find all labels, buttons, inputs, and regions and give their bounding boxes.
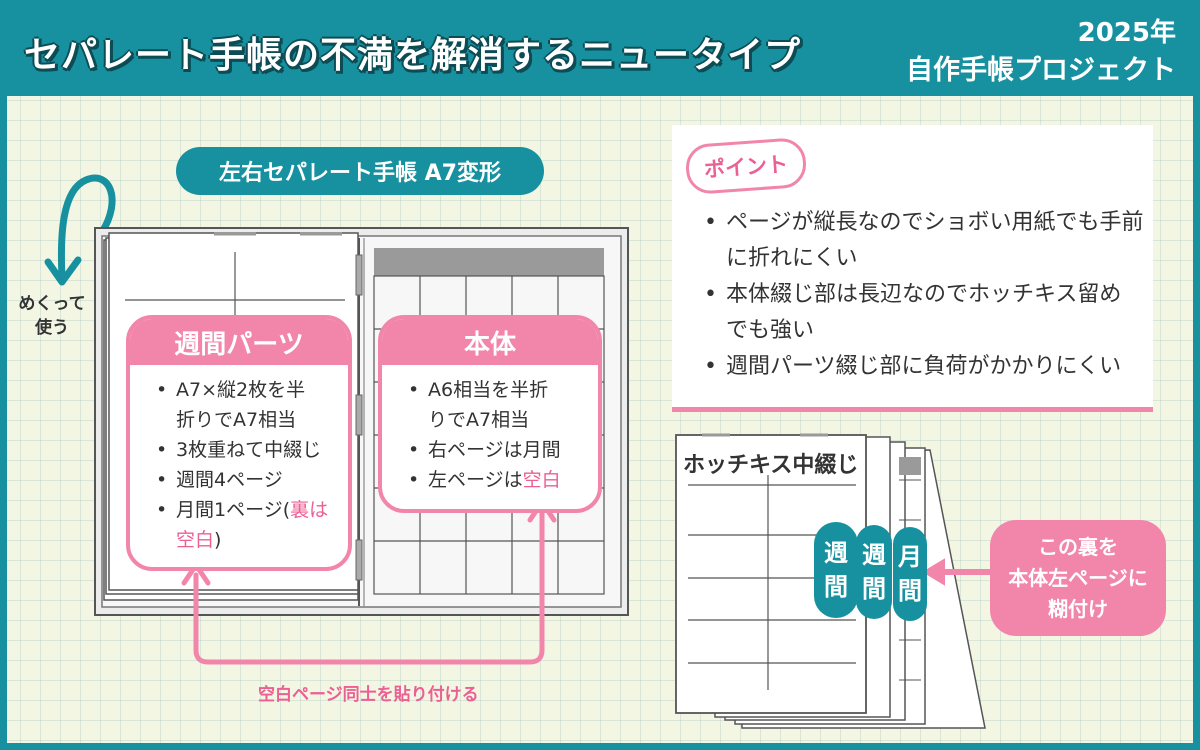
glue-note-line-2: 本体左ページに	[1008, 565, 1148, 590]
year-label: 2025年	[1077, 18, 1176, 48]
paste-caption: 空白ページ同士を貼り付ける	[258, 685, 479, 705]
glue-arrow	[922, 558, 993, 586]
header-bar: セパレート手帳の不満を解消するニュータイプ 2025年 自作手帳プロジェクト	[0, 0, 1200, 96]
list-item: 左ページは空白	[408, 465, 598, 495]
project-label: 自作手帳プロジェクト	[906, 55, 1176, 86]
flip-caption: めくって 使う	[12, 292, 92, 340]
tab-weekly-back: 週 間	[856, 525, 892, 619]
list-item: 週間4ページ	[156, 465, 348, 495]
glue-note-line-1: この裏を	[1038, 534, 1118, 559]
tab-monthly: 月 間	[893, 527, 927, 621]
weekly-panel-title: 週間パーツ	[130, 319, 348, 365]
body-panel-title: 本体	[382, 319, 598, 365]
glue-note: この裏を 本体左ページに 糊付け	[990, 520, 1166, 636]
point-badge: ポイント	[684, 136, 808, 196]
flip-caption-line-1: めくって	[18, 294, 86, 314]
list-item: 週間パーツ綴じ部に負荷がかかりにくい	[704, 349, 1146, 385]
glue-note-line-3: 糊付け	[1048, 596, 1108, 621]
flip-arrow-icon	[44, 174, 116, 286]
tab-weekly: 週 間	[814, 522, 858, 618]
list-item: 3枚重ねて中綴じ	[156, 435, 348, 465]
page-title: セパレート手帳の不満を解消するニュータイプ	[24, 35, 802, 76]
flip-caption-line-2: 使う	[35, 318, 69, 338]
list-item: 右ページは月間	[408, 435, 598, 465]
notebook-type-label: 左右セパレート手帳 A7変形	[176, 147, 544, 195]
stapled-booklet-title: ホッチキス中綴じ	[683, 453, 859, 478]
